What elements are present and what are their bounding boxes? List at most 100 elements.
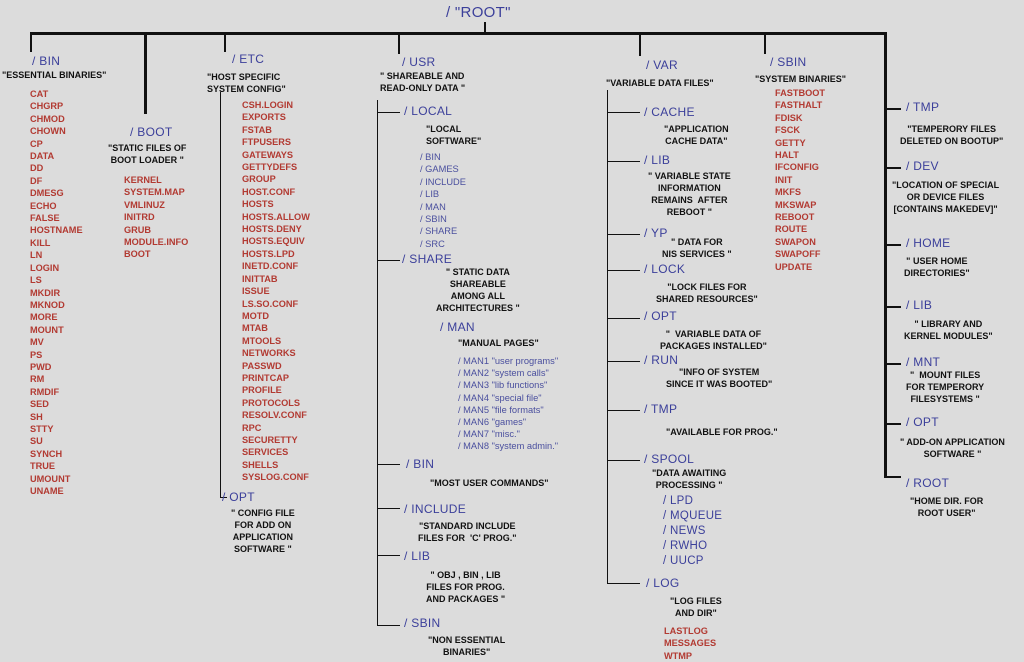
sbin-file-item: HALT: [775, 150, 799, 161]
usr-local-subdir-item: / LIB: [420, 189, 440, 200]
var-lib-dir-label: / LIB: [644, 153, 671, 167]
etc-file-item: HOSTS: [242, 199, 274, 210]
sbin-dir-label: / SBIN: [770, 55, 807, 69]
sbin-file-item: FASTHALT: [775, 100, 823, 111]
right-tmp-branch: [884, 108, 901, 110]
sbin-file-item: SWAPON: [775, 236, 816, 247]
var-cache-description: "APPLICATION CACHE DATA": [664, 124, 729, 146]
etc-file-item: EXPORTS: [242, 112, 286, 123]
var-cache-branch: [607, 112, 640, 113]
right-drop: [884, 32, 887, 478]
var-description: "VARIABLE DATA FILES": [606, 78, 714, 88]
var-tmp-dir-label: / TMP: [644, 402, 678, 416]
usr-include-dir-label: / INCLUDE: [404, 502, 467, 516]
sbin-file-item: GETTY: [775, 137, 806, 148]
etc-drop: [224, 32, 226, 52]
var-run-description: "INFO OF SYSTEM SINCE IT WAS BOOTED": [666, 367, 773, 389]
var-opt-description: " VARIABLE DATA OF PACKAGES INSTALLED": [660, 329, 767, 351]
usr-bin-branch: [377, 464, 400, 465]
boot-file-item: KERNEL: [124, 175, 162, 185]
var-yp-branch: [607, 234, 640, 235]
root-home-description: "HOME DIR. FOR ROOT USER": [910, 496, 984, 518]
etc-file-item: RPC: [242, 422, 262, 433]
etc-vertical: [220, 92, 221, 498]
bin-file-item: CP: [30, 138, 43, 149]
right-opt-branch: [884, 423, 901, 425]
bin-file-item: STTY: [30, 423, 54, 434]
boot-file-item: VMLINUZ: [124, 199, 165, 210]
var-opt-dir-label: / OPT: [644, 309, 677, 323]
etc-file-item: SYSLOG.CONF: [242, 472, 309, 483]
sbin-file-item: INIT: [775, 174, 793, 185]
usr-local-subdir-item: / SBIN: [420, 214, 447, 225]
boot-file-item: GRUB: [124, 224, 152, 235]
etc-file-item: HOST.CONF: [242, 186, 296, 197]
etc-file-item: MOTD: [242, 310, 270, 321]
usr-local-description: "LOCAL SOFTWARE": [426, 124, 482, 146]
usr-local-subdir-item: / SHARE: [420, 226, 458, 237]
usr-man-subdir-item: / MAN8 "system admin.": [458, 441, 559, 452]
usr-man-subdir-item: / MAN4 "special file": [458, 392, 542, 403]
boot-file-item: SYSTEM.MAP: [124, 187, 185, 198]
right-home-branch: [884, 244, 901, 246]
root-home-dir-label: / ROOT: [906, 476, 950, 490]
var-log-branch: [607, 583, 640, 584]
var-yp-dir-label: / YP: [644, 226, 668, 240]
usr-man-subdir-item: / MAN5 "file formats": [458, 404, 544, 415]
usr-local-subdir-item: / SRC: [420, 238, 445, 249]
usr-local-branch: [377, 112, 400, 113]
sbin-file-item: ROUTE: [775, 224, 808, 235]
bin-file-item: LN: [30, 250, 43, 261]
tmp-description: "TEMPERORY FILES DELETED ON BOOTUP": [900, 124, 1004, 146]
bin-file-item: SED: [30, 399, 49, 410]
usr-man-subdir-item: / MAN7 "misc.": [458, 429, 520, 440]
usr-local-subdir-list: / BIN/ GAMES/ INCLUDE/ LIB/ MAN/ SBIN/ S…: [420, 151, 466, 250]
bin-dir-label: / BIN: [32, 54, 61, 68]
bin-file-item: FALSE: [30, 213, 60, 224]
bin-file-item: SH: [30, 411, 43, 422]
usr-sbin-dir-label: / SBIN: [404, 616, 441, 630]
bin-file-item: DMESG: [30, 188, 64, 199]
main-horizontal-line: [30, 32, 885, 35]
etc-opt-dir-label: / OPT: [222, 490, 255, 504]
sbin-file-item: UPDATE: [775, 261, 813, 272]
var-dir-label: / VAR: [646, 58, 678, 72]
bin-file-item: CHMOD: [30, 113, 65, 124]
etc-dir-label: / ETC: [232, 52, 265, 66]
var-spool-branch: [607, 460, 640, 461]
usr-dir-label: / USR: [402, 55, 436, 69]
sbin-file-item: FDISK: [775, 112, 803, 123]
bin-file-item: LOGIN: [30, 262, 60, 273]
bin-file-item: UNAME: [30, 486, 64, 496]
var-lock-dir-label: / LOCK: [644, 262, 686, 276]
sbin-drop: [764, 32, 766, 54]
sbin-file-item: MKFS: [775, 187, 802, 198]
boot-description: "STATIC FILES OF BOOT LOADER ": [108, 143, 187, 165]
bin-file-item: ECHO: [30, 200, 57, 211]
bin-file-item: PS: [30, 349, 43, 360]
etc-description: "HOST SPECIFIC SYSTEM CONFIG": [207, 72, 286, 94]
bin-description: "ESSENTIAL BINARIES": [2, 70, 107, 80]
dev-dir-label: / DEV: [906, 159, 939, 173]
var-spool-description: "DATA AWAITING PROCESSING ": [652, 468, 727, 490]
bin-drop: [30, 32, 32, 52]
bin-file-item: CAT: [30, 89, 49, 99]
root-stem: [484, 22, 486, 34]
var-yp-description: " DATA FOR NIS SERVICES ": [662, 237, 732, 259]
right-root-branch: [884, 476, 901, 478]
var-spool-subdir-list: / LPD/ MQUEUE/ NEWS/ RWHO/ UUCP: [663, 494, 722, 569]
var-run-dir-label: / RUN: [644, 353, 679, 367]
bin-file-item: DD: [30, 163, 44, 174]
etc-file-item: INITTAB: [242, 273, 278, 284]
bin-file-item: CHOWN: [30, 126, 66, 137]
mnt-description: " MOUNT FILES FOR TEMPERORY FILESYSTEMS …: [906, 370, 985, 404]
var-spool-subdir-item: / MQUEUE: [663, 510, 723, 522]
etc-opt-branch: [220, 497, 227, 498]
var-lib-description: " VARIABLE STATE INFORMATION REMAINS AFT…: [648, 171, 731, 217]
etc-file-item: PRINTCAP: [242, 372, 289, 383]
usr-include-branch: [377, 508, 400, 509]
boot-file-item: MODULE.INFO: [124, 237, 189, 248]
etc-file-item: HOSTS.DENY: [242, 224, 302, 235]
var-run-branch: [607, 361, 640, 362]
sbin-file-item: MKSWAP: [775, 199, 817, 210]
